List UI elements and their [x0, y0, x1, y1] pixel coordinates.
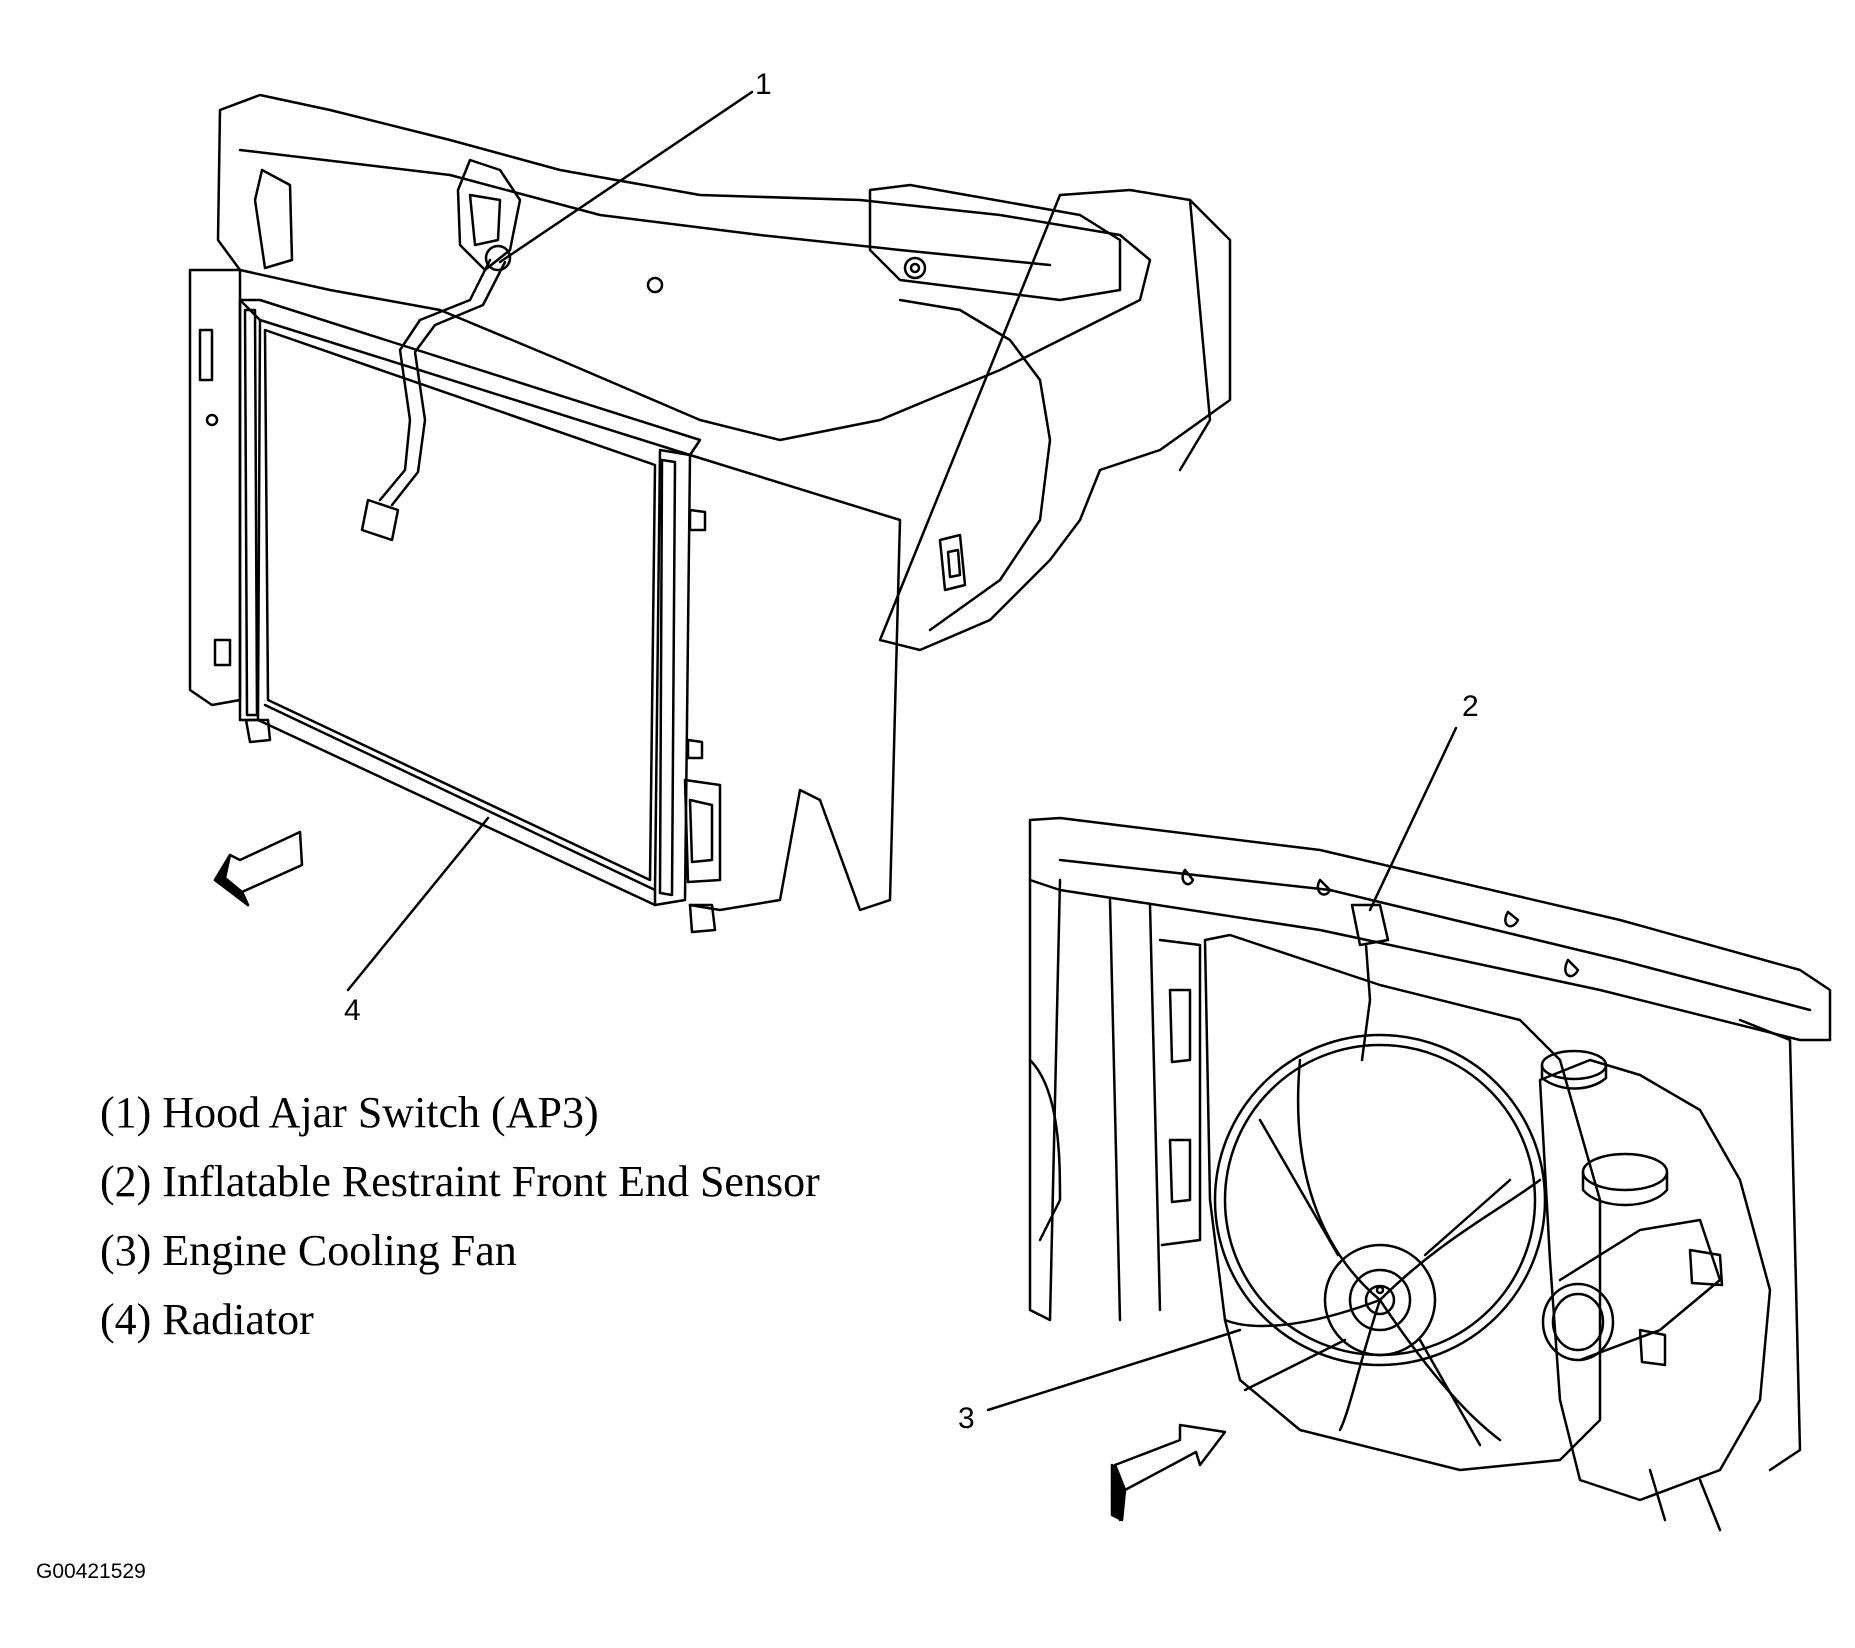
- forward-arrow-lower: [1113, 1423, 1227, 1492]
- callout-3-leader: [986, 1328, 1242, 1412]
- callout-1: 1: [755, 68, 772, 101]
- legend-item-1: (1) Hood Ajar Switch (AP3): [100, 1088, 599, 1137]
- figure-id: G00421529: [36, 1560, 146, 1583]
- legend-item-4: (4) Radiator: [100, 1295, 314, 1344]
- legend-item-3: (3) Engine Cooling Fan: [100, 1226, 517, 1275]
- callout-3: 3: [958, 1402, 975, 1435]
- legend-item-2: (2) Inflatable Restraint Front End Senso…: [100, 1157, 820, 1206]
- callout-1-leader: [498, 90, 754, 264]
- callout-2: 2: [1462, 690, 1479, 723]
- callout-4: 4: [344, 994, 361, 1027]
- component-legend: (1) Hood Ajar Switch (AP3) (2) Inflatabl…: [100, 1078, 820, 1354]
- callout-4-leader: [346, 816, 490, 992]
- callout-2-leader: [1368, 726, 1458, 912]
- lower-cooling-fan-drawing: [986, 726, 1832, 1532]
- upper-radiator-support-drawing: [188, 90, 1232, 992]
